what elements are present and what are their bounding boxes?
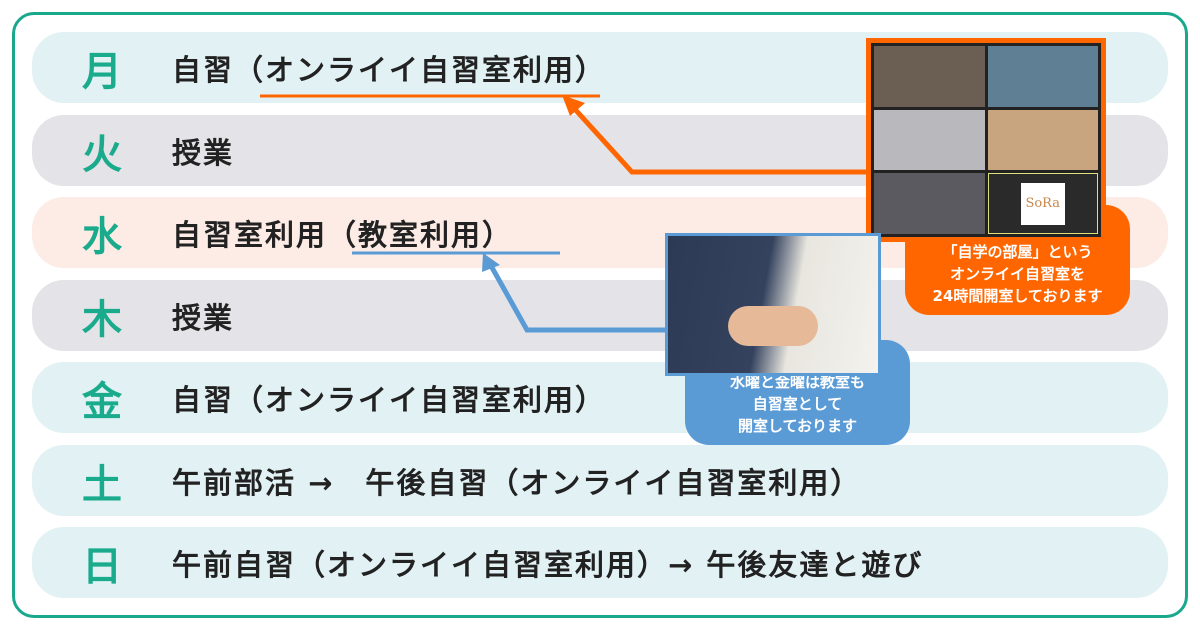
callout-line: 開室しております (737, 417, 858, 435)
activity: 自習（オンライイ自習室利用） (172, 52, 607, 87)
callout-line: 自習室として (752, 395, 843, 413)
hand-shape (728, 306, 818, 346)
online-room-photo: SoRa (866, 38, 1106, 242)
classroom-photo (665, 233, 881, 376)
outer-frame (12, 12, 1188, 618)
activity: 授業 (172, 300, 235, 335)
day-label: 水 (82, 213, 122, 260)
activity: 午前部活 → 午後自習（オンライイ自習室利用） (172, 465, 862, 500)
blue-arrow (487, 262, 666, 333)
activity: 午前自習（オンライイ自習室利用）→ 午後友達と遊び (172, 547, 924, 582)
row-saturday: 土 午前部活 → 午後自習（オンライイ自習室利用） (32, 445, 1168, 516)
callout-line: オンライイ自習室を (949, 265, 1085, 283)
callout-line: 24時間開室しております (932, 287, 1103, 305)
activity: 自習（オンライイ自習室利用） (172, 382, 607, 417)
activity: 授業 (172, 135, 235, 170)
blue-arrowhead (482, 253, 500, 272)
row-sunday: 日 午前自習（オンライイ自習室利用）→ 午後友達と遊び (32, 527, 1168, 598)
sora-logo: SoRa (1020, 182, 1065, 225)
callout-line: 水曜と金曜は教室も (729, 373, 865, 391)
row-friday: 金 自習（オンライイ自習室利用） (32, 362, 1168, 433)
day-label: 土 (82, 461, 122, 508)
day-label: 月 (82, 48, 122, 95)
day-label: 日 (82, 543, 122, 590)
day-label: 金 (82, 378, 122, 425)
day-label: 火 (82, 131, 122, 178)
day-label: 木 (82, 296, 122, 343)
activity: 自習室利用（教室利用） (172, 217, 514, 252)
orange-arrow (570, 104, 866, 175)
orange-arrowhead (562, 95, 585, 116)
callout-line: 「自学の部屋」という (942, 243, 1093, 261)
